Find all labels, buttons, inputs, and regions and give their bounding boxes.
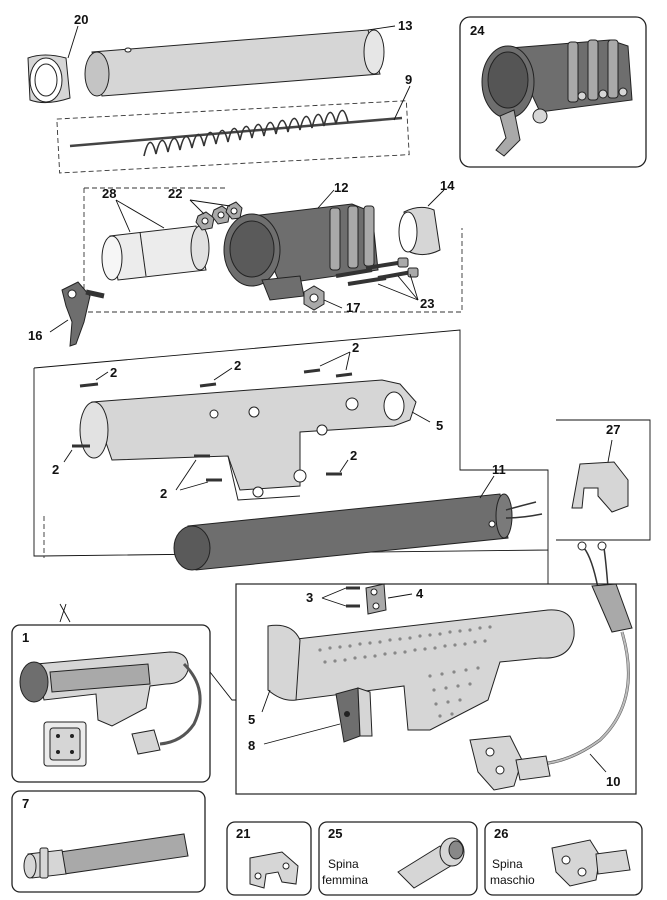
part-perforated-handle-shell [267, 609, 575, 731]
label-28: 28 [102, 186, 116, 201]
part-24-assembled-head [481, 39, 633, 157]
spina-maschio-line2: maschio [490, 873, 535, 887]
part-21-plug-bracket [249, 851, 299, 889]
label-5-b: 5 [248, 712, 255, 727]
label-2-f: 2 [350, 448, 357, 463]
label-2-d: 2 [52, 462, 59, 477]
spina-femmina-line2: femmina [322, 873, 368, 887]
spina-maschio-line1: Spina [492, 857, 523, 871]
label-16: 16 [28, 328, 42, 343]
label-14: 14 [440, 178, 455, 193]
part-14-clamp-ring [398, 206, 441, 256]
label-8: 8 [248, 738, 255, 753]
label-26: 26 [494, 826, 508, 841]
label-12: 12 [334, 180, 348, 195]
label-7: 7 [22, 796, 29, 811]
part-28-inner-sleeve [101, 225, 210, 281]
part-25-female-plug [397, 837, 465, 889]
part-26-male-plug [551, 839, 631, 887]
label-21: 21 [236, 826, 250, 841]
part-17-nut [303, 285, 325, 311]
part-10-power-cable [539, 541, 633, 766]
part-12-head-housing [223, 203, 379, 301]
part-23-screws [335, 257, 419, 286]
label-2-b: 2 [234, 358, 241, 373]
part-9-spring-rod [69, 109, 403, 157]
part-2-screws [72, 368, 353, 482]
label-10: 10 [606, 774, 620, 789]
label-24: 24 [470, 23, 485, 38]
part-1-complete-handle [19, 651, 202, 767]
label-27: 27 [606, 422, 620, 437]
detail-box-25 [318, 821, 478, 896]
label-4: 4 [416, 586, 424, 601]
part-27-clip [571, 461, 629, 513]
label-23: 23 [420, 296, 434, 311]
label-13: 13 [398, 18, 412, 33]
label-5-a: 5 [436, 418, 443, 433]
part-7-heating-element [23, 833, 189, 879]
label-17: 17 [346, 300, 360, 315]
label-22: 22 [168, 186, 182, 201]
part-11-heater-tube [173, 493, 543, 571]
part-22-nuts [195, 201, 243, 231]
part-main-handle-body [79, 379, 417, 501]
part-13-outer-tube [84, 29, 385, 97]
label-9: 9 [405, 72, 412, 87]
label-25: 25 [328, 826, 342, 841]
label-1: 1 [22, 630, 29, 645]
part-20-end-cap [27, 54, 71, 104]
label-3: 3 [306, 590, 313, 605]
spina-femmina-line1: Spina [328, 857, 359, 871]
label-2-e: 2 [160, 486, 167, 501]
label-2-c: 2 [352, 340, 359, 355]
part-male-plug-on-cable [469, 735, 551, 791]
label-2-a: 2 [110, 365, 117, 380]
label-20: 20 [74, 12, 88, 27]
part-4-bracket-and-3-screws [346, 583, 387, 615]
label-11: 11 [492, 462, 506, 477]
part-8-switch [335, 687, 373, 743]
part-16-lever [61, 281, 105, 347]
